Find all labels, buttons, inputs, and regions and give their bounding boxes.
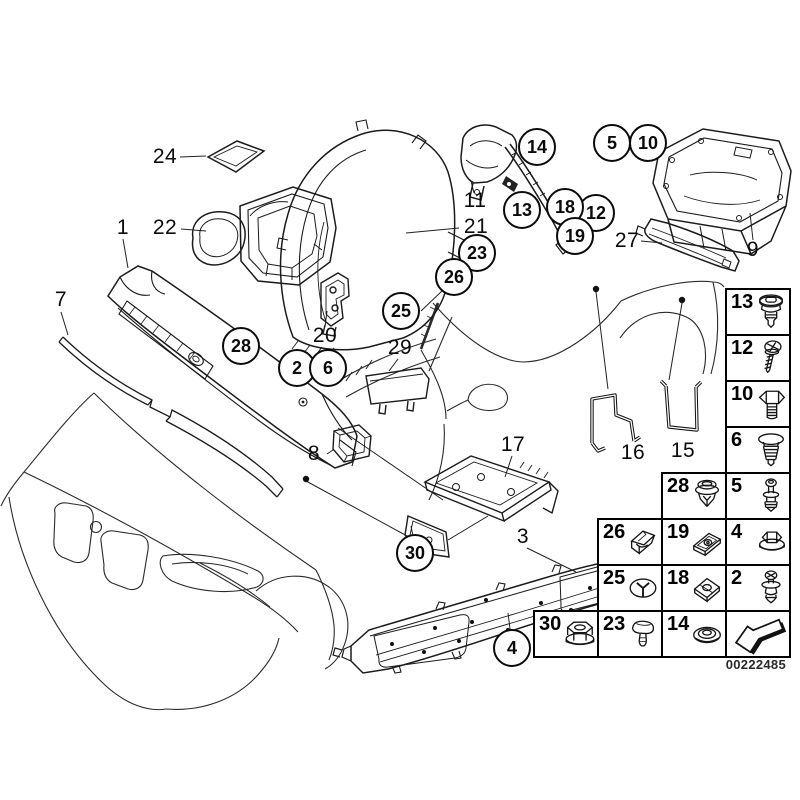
part-24-pad-drawing	[206, 140, 266, 173]
fastener-cell-number: 12	[731, 337, 754, 359]
part-label-27[interactable]: 27	[614, 229, 640, 252]
fastener-cell-number: 14	[667, 613, 690, 635]
part-1-cowl-panel-drawing	[107, 265, 358, 469]
part-label-22[interactable]: 22	[152, 216, 178, 239]
hex-bolt-icon	[758, 390, 786, 420]
callout-4[interactable]: 4	[493, 629, 531, 667]
grommet-icon	[629, 578, 657, 598]
part-label-16[interactable]: 16	[620, 441, 646, 464]
blind-rivet-icon	[758, 433, 784, 467]
expanding-rivet-icon	[761, 570, 781, 604]
part-label-11[interactable]: 11	[463, 189, 487, 212]
part-8-box-drawing	[332, 424, 372, 463]
car-front-outline-drawing	[0, 392, 349, 711]
hex-nut-icon	[565, 621, 595, 646]
part-22-console-drawing	[191, 186, 337, 286]
callout-10[interactable]: 10	[629, 124, 667, 162]
image-number-stamp: 00222485	[725, 657, 786, 672]
callout-26[interactable]: 26	[435, 258, 473, 296]
part-21-wheel-arch-cover-drawing	[276, 119, 465, 357]
part-label-24[interactable]: 24	[152, 145, 178, 168]
part-label-17[interactable]: 17	[500, 433, 526, 456]
clip-nut-icon	[693, 577, 721, 603]
pin-rivet-icon	[762, 478, 780, 513]
fastener-cell-18[interactable]: 18	[661, 564, 727, 612]
fastener-cell-number: 2	[731, 567, 743, 589]
fastener-cell-number: 13	[731, 291, 754, 313]
callout-19[interactable]: 19	[556, 217, 594, 255]
fastener-cell-14[interactable]: 14	[661, 610, 727, 658]
fastener-cell-28[interactable]: 28	[661, 472, 727, 520]
fastener-cell-number: 10	[731, 383, 754, 405]
wing-plug-icon	[631, 620, 655, 647]
fastener-cell-number: 28	[667, 475, 690, 497]
fastener-cell-arrow[interactable]	[725, 610, 791, 658]
speed-nut-icon	[692, 532, 722, 557]
part-label-29[interactable]: 29	[387, 336, 413, 359]
fastener-cell-number: 18	[667, 567, 690, 589]
fastener-cell-6[interactable]: 6	[725, 426, 791, 474]
fastener-cell-5[interactable]: 5	[725, 472, 791, 520]
callout-28[interactable]: 28	[222, 327, 260, 365]
fastener-cell-number: 5	[731, 475, 743, 497]
fastener-cell-12[interactable]: 12	[725, 334, 791, 382]
fastener-cell-number: 26	[603, 521, 626, 543]
part-label-20[interactable]: 20	[312, 324, 338, 347]
part-label-21[interactable]: 21	[463, 215, 489, 238]
part-27-bracket-drawing	[635, 218, 740, 272]
fastener-cell-number: 6	[731, 429, 743, 451]
part-15-wire-bracket-drawing	[659, 379, 703, 432]
callout-23[interactable]: 23	[458, 234, 496, 272]
fastener-cell-19[interactable]: 19	[661, 518, 727, 566]
fastener-cell-30[interactable]: 30	[533, 610, 599, 658]
callout-5[interactable]: 5	[593, 124, 631, 162]
fastener-cell-number: 19	[667, 521, 690, 543]
callout-14[interactable]: 14	[518, 128, 556, 166]
direction-arrow-icon	[734, 618, 787, 655]
callout-25[interactable]: 25	[382, 292, 420, 330]
fastener-cell-23[interactable]: 23	[597, 610, 663, 658]
expanding-rivet-grooved-icon	[758, 294, 784, 329]
part-17-support-panel-drawing	[404, 455, 559, 558]
fastener-cell-number: 23	[603, 613, 626, 635]
leader-dots	[302, 285, 686, 483]
part-label-3[interactable]: 3	[516, 525, 530, 548]
clamp-icon	[630, 530, 656, 555]
fastener-cell-2[interactable]: 2	[725, 564, 791, 612]
blind-plug-icon	[693, 626, 721, 644]
fastener-cell-number: 30	[539, 613, 562, 635]
flange-nut-icon	[758, 531, 785, 551]
part-label-15[interactable]: 15	[670, 439, 696, 462]
callout-6[interactable]: 6	[309, 349, 347, 387]
part-label-7[interactable]: 7	[54, 288, 68, 311]
fastener-cell-25[interactable]: 25	[597, 564, 663, 612]
part-9-tray-drawing	[652, 128, 792, 255]
fastener-cell-10[interactable]: 10	[725, 380, 791, 428]
callout-30[interactable]: 30	[396, 534, 434, 572]
part-label-9[interactable]: 9	[746, 238, 760, 261]
fastener-cell-number: 4	[731, 521, 743, 543]
part-label-1[interactable]: 1	[116, 216, 130, 239]
part-16-wire-bracket-drawing	[590, 393, 641, 453]
fastener-cell-number: 25	[603, 567, 626, 589]
part-7-seal-strip-drawing	[58, 336, 284, 498]
screw-icon	[764, 340, 782, 374]
fastener-cell-4[interactable]: 4	[725, 518, 791, 566]
part-29-plate-drawing	[365, 367, 430, 415]
car-side-outline-drawing	[339, 280, 725, 501]
callout-13[interactable]: 13	[503, 191, 541, 229]
part-label-8[interactable]: 8	[307, 442, 321, 465]
fastener-cell-13[interactable]: 13	[725, 288, 791, 336]
fastener-cell-26[interactable]: 26	[597, 518, 663, 566]
grommet-clip-icon	[694, 479, 720, 507]
part-20-bracket-drawing	[320, 272, 350, 337]
